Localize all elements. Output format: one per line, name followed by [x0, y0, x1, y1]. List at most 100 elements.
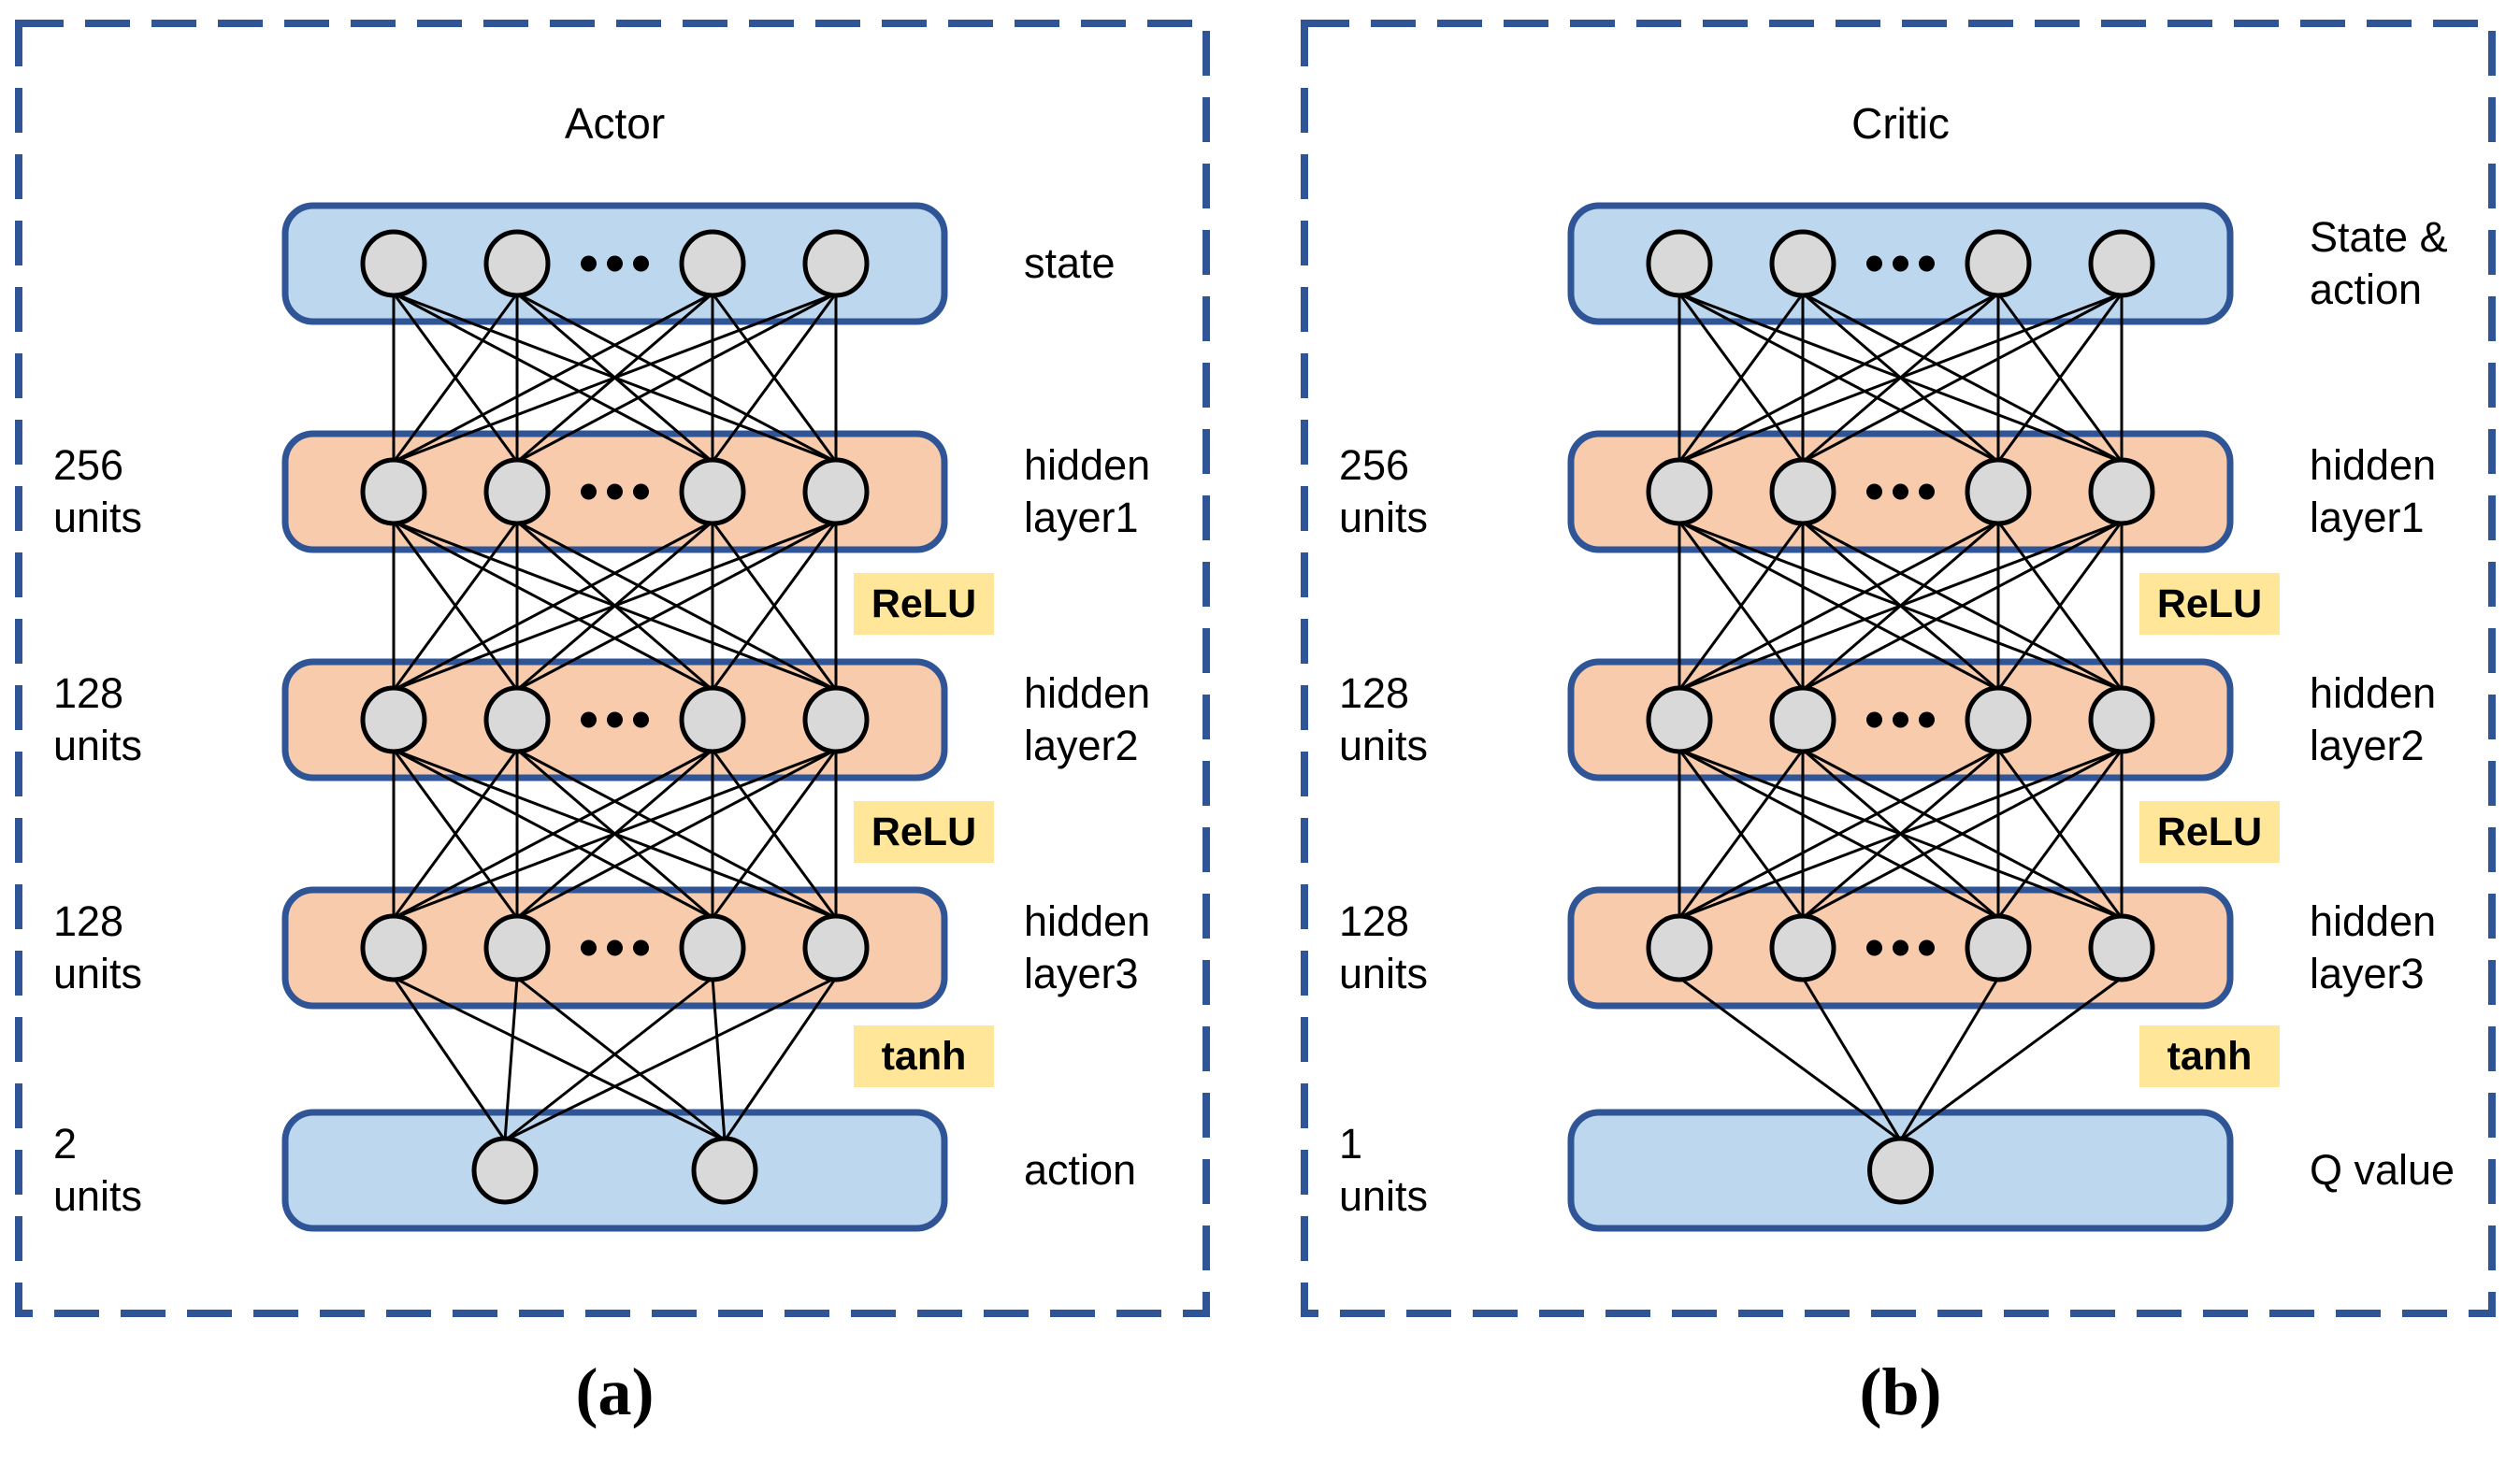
neuron-node	[1769, 685, 1836, 754]
critic-hidden1-layer-label: hidden layer1	[2310, 440, 2437, 541]
neuron-node	[483, 685, 551, 754]
connection-line	[1678, 749, 1805, 919]
connection-line	[711, 293, 838, 463]
critic-activation-relu1-badge: ReLU	[2139, 573, 2280, 635]
neuron-node	[483, 457, 551, 526]
connection-line	[393, 748, 837, 920]
connection-line	[1996, 293, 2124, 463]
neuron-node	[360, 913, 427, 982]
connection-line	[711, 521, 838, 691]
neuron-node	[2088, 913, 2155, 982]
critic-panel-title: Critic	[1851, 99, 1950, 148]
ellipsis-dot	[607, 711, 623, 728]
ellipsis-dot	[581, 255, 597, 272]
critic-hidden2-units-label: 128 units	[1339, 668, 1429, 769]
ellipsis-dot	[607, 483, 623, 500]
ellipsis-dot	[1919, 939, 1935, 956]
connection-line	[393, 520, 837, 692]
critic-activation-relu2-badge: ReLU	[2139, 801, 2280, 863]
neuron-node	[1769, 229, 1836, 298]
neuron-node	[360, 685, 427, 754]
ellipsis-dot	[607, 939, 623, 956]
connection-line	[516, 748, 837, 920]
actor-output-layer-label: action	[1024, 1145, 1137, 1194]
neuron-node	[802, 685, 870, 754]
connection-line	[711, 749, 838, 919]
connection-line	[1678, 521, 1805, 691]
connection-line	[1801, 977, 1902, 1141]
connection-line	[392, 977, 507, 1141]
connection-line	[1802, 520, 2123, 692]
actor-hidden1-layer-label: hidden layer1	[1024, 440, 1151, 541]
neuron-node	[483, 913, 551, 982]
ellipsis-dot	[633, 255, 649, 272]
neuron-node	[1867, 1136, 1934, 1205]
actor-activation-relu1-badge: ReLU	[854, 573, 994, 635]
actor-hidden2-layer-label: hidden layer2	[1024, 668, 1151, 769]
connection-line	[504, 976, 837, 1142]
connection-line	[516, 520, 837, 692]
neuron-node	[1646, 229, 1713, 298]
connection-line	[1678, 520, 2123, 692]
neuron-node	[1769, 457, 1836, 526]
connection-line	[1678, 748, 2123, 920]
connection-line	[1678, 520, 1999, 692]
connection-line	[392, 293, 519, 463]
ellipsis-dot	[1893, 939, 1908, 956]
actor-hidden3-units-label: 128 units	[53, 896, 143, 997]
neuron-node	[679, 913, 746, 982]
ellipsis-dot	[581, 711, 597, 728]
actor-hidden3-layer-label: hidden layer3	[1024, 896, 1151, 997]
connection-line	[1899, 977, 2000, 1141]
neuron-node	[360, 457, 427, 526]
neuron-node	[1646, 913, 1713, 982]
neuron-node	[1965, 229, 2032, 298]
actor-panel-title: Actor	[564, 99, 666, 148]
neuron-node	[1769, 913, 1836, 982]
neuron-node	[1965, 457, 2032, 526]
critic-activation-tanh-badge: tanh	[2139, 1025, 2280, 1087]
connection-line	[1678, 748, 1999, 920]
neuron-node	[691, 1136, 758, 1205]
actor-activation-tanh-badge: tanh	[854, 1025, 994, 1087]
ellipsis-dot	[1893, 483, 1908, 500]
actor-output-units-label: 2 units	[53, 1119, 143, 1220]
neuron-node	[1646, 457, 1713, 526]
ellipsis-dot	[607, 255, 623, 272]
critic-input-layer-label: State & action	[2310, 212, 2448, 313]
neuron-node	[679, 457, 746, 526]
critic-hidden1-units-label: 256 units	[1339, 440, 1429, 541]
ellipsis-dot	[633, 939, 649, 956]
neuron-node	[679, 229, 746, 298]
ellipsis-dot	[1866, 255, 1882, 272]
critic-output-layer-label: Q value	[2310, 1145, 2455, 1194]
connection-line	[1678, 292, 2123, 464]
actor-layer-box-4	[281, 1109, 948, 1232]
actor-input-layer-label: state	[1024, 238, 1116, 287]
connection-line	[1899, 976, 2123, 1142]
connection-line	[393, 748, 713, 920]
connection-line	[504, 976, 713, 1142]
neuron-node	[360, 229, 427, 298]
actor-activation-relu2-badge: ReLU	[854, 801, 994, 863]
connection-line	[393, 520, 713, 692]
connection-line	[711, 977, 727, 1141]
connection-line	[393, 976, 726, 1142]
actor-panel-border	[15, 20, 1210, 1317]
neuron-node	[802, 229, 870, 298]
connection-line	[1802, 748, 2123, 920]
connection-line	[503, 977, 519, 1141]
critic-hidden3-units-label: 128 units	[1339, 896, 1429, 997]
neuron-node	[1965, 685, 2032, 754]
connection-line	[393, 292, 837, 464]
connection-line	[1678, 976, 1902, 1142]
neuron-node	[471, 1136, 539, 1205]
ellipsis-dot	[1919, 255, 1935, 272]
connection-line	[516, 292, 837, 464]
connection-line	[392, 749, 519, 919]
critic-panel-border	[1301, 20, 2496, 1317]
neuron-node	[483, 229, 551, 298]
ellipsis-dot	[581, 939, 597, 956]
